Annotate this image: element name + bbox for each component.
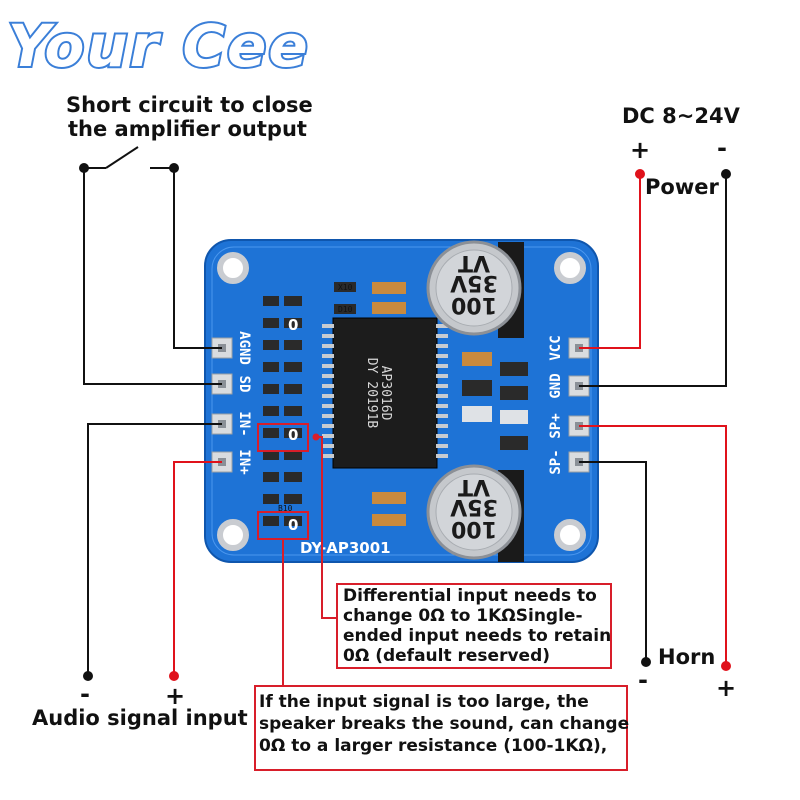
pin-label-in-minus: IN- (236, 411, 252, 436)
capacitor-bottom-series: VT (458, 474, 490, 499)
pin-label-in-plus: IN+ (236, 449, 252, 474)
note-box-signal: If the input signal is too large, the sp… (254, 685, 629, 771)
dc-voltage-label: DC 8~24V (622, 104, 741, 128)
capacitor-top-series: VT (458, 250, 490, 275)
note-differential-line3: ended input needs to retain (343, 626, 611, 646)
mounting-hole-bl (217, 519, 249, 551)
terminal-power-plus (635, 169, 645, 179)
wire-sp-plus (579, 425, 727, 666)
terminal-power-minus (721, 169, 731, 179)
capacitor-bottom: 100 35V VT (426, 464, 524, 562)
capacitor-top-voltage: 35V (450, 270, 498, 295)
resistor-column-right (284, 296, 302, 526)
short-circuit-label-line1: Short circuit to close (66, 93, 313, 117)
note-signal-line2: speaker breaks the sound, can change (259, 714, 629, 734)
note-differential-line1: Differential input needs to (343, 586, 597, 606)
wire-sp-minus (579, 461, 647, 662)
pin-label-agnd: AGND (236, 331, 252, 365)
wire-in-minus (87, 423, 222, 676)
audio-minus-sign: - (80, 680, 90, 708)
power-plus-sign: + (630, 136, 650, 164)
resistor-mark-mid: 0 (288, 426, 298, 444)
pin-label-sp-minus: SP- (548, 449, 564, 474)
pin-label-gnd: GND (548, 373, 564, 398)
note-signal-line1: If the input signal is too large, the (259, 692, 589, 712)
note-box-differential: Differential input needs to change 0Ω to… (336, 583, 612, 669)
ic-marking-line2: DY 20191B (364, 358, 379, 429)
terminal-audio-plus (169, 671, 179, 681)
audio-plus-sign: + (165, 682, 185, 710)
capacitor-bottom-voltage: 35V (450, 494, 498, 519)
mounting-hole-br (554, 519, 586, 551)
pin-label-sp-plus: SP+ (548, 413, 564, 438)
smd-label-x10: X10 (338, 283, 353, 292)
wire-gnd (579, 174, 727, 387)
audio-input-label: Audio signal input (32, 706, 248, 730)
terminal-audio-minus (83, 671, 93, 681)
resistor-column-left (263, 296, 279, 526)
wire-in-plus (173, 461, 222, 676)
note-differential-line4: 0Ω (default reserved) (343, 646, 550, 666)
highlight-box-differential-resistor (257, 423, 309, 452)
resistor-mark-bottom: 0 (288, 516, 298, 534)
board-model-silkscreen: DY-AP3001 (300, 539, 391, 557)
mounting-hole-tr (554, 252, 586, 284)
note-signal-line3: 0Ω to a larger resistance (100-1KΩ), (259, 736, 607, 756)
pcb-board: AGND SD IN- IN+ VCC GND SP+ SP- (204, 239, 599, 563)
amplifier-ic: AP3016D DY 20191B (322, 317, 448, 469)
smd-label-b10: B10 (278, 504, 293, 513)
horn-plus-sign: + (716, 674, 736, 702)
smd-label-d10: D10 (338, 305, 353, 314)
resistor-mark-top: 0 (288, 316, 298, 334)
capacitor-top: 100 35V VT (426, 240, 524, 338)
mounting-hole-tl (217, 252, 249, 284)
terminal-horn-minus (641, 657, 651, 667)
wire-switch-to-agnd (173, 168, 222, 349)
horn-label: Horn (658, 645, 715, 669)
terminal-horn-plus (721, 661, 731, 671)
pin-label-vcc: VCC (548, 335, 564, 360)
short-circuit-switch (79, 146, 179, 173)
horn-minus-sign: - (638, 666, 648, 694)
brand-logo-text: Your Cee (8, 12, 310, 80)
wire-switch-to-sd (83, 168, 222, 385)
power-label: Power (645, 175, 719, 199)
capacitor-top-value: 100 (451, 292, 497, 317)
power-minus-sign: - (717, 134, 727, 162)
ic-marking-line1: AP3016D (378, 366, 393, 421)
short-circuit-label-line2: the amplifier output (68, 117, 307, 141)
pin-label-sd: SD (236, 376, 252, 393)
wire-vcc (579, 174, 641, 349)
note-differential-line2: change 0Ω to 1KΩSingle- (343, 606, 583, 626)
capacitor-bottom-value: 100 (451, 516, 497, 541)
